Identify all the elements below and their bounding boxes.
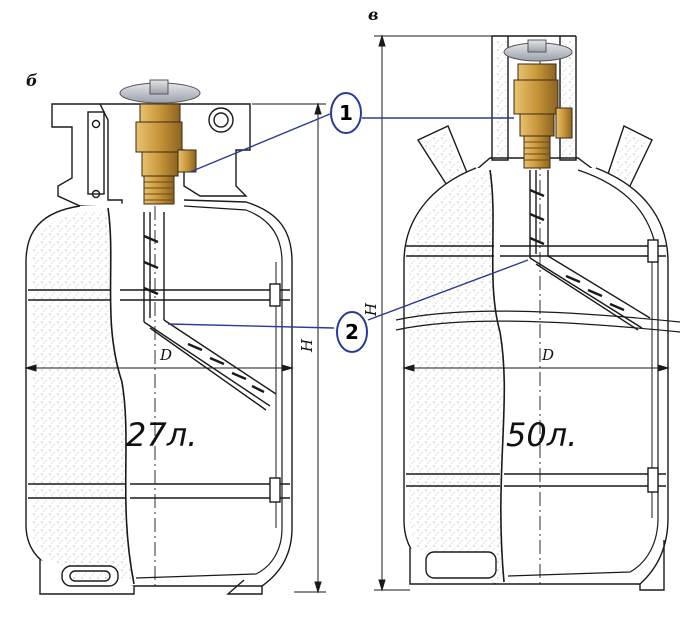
callout-1-circle [330,92,362,134]
volume-label-right: 50л. [506,416,577,454]
wire-band [395,310,681,323]
callout-leaders [167,113,529,329]
callout-2: 2 [336,311,368,353]
dimension-lines-left [24,102,326,594]
callout-2-circle [336,311,368,353]
height-label-left: H [298,338,316,353]
callout-2-number: 2 [345,320,359,344]
collar-guard [51,103,123,207]
valve-right [503,39,573,169]
callout-1-number: 1 [339,101,353,125]
volume-label-left: 27л. [126,416,197,454]
valve-left [119,79,201,205]
panel-letter-left: б [26,71,38,90]
panel-letter-right: в [368,5,379,24]
dip-tube-right [529,170,651,331]
height-label-right: H [362,302,380,317]
cylinder-27l [25,103,293,595]
callout-1: 1 [330,92,362,134]
diameter-label-left: D [159,346,172,364]
diameter-label-right: D [541,346,554,364]
cylinder-50l [395,35,681,591]
collar-hole [208,107,234,133]
dimension-lines-right [374,34,670,592]
dip-tube-left [143,212,277,411]
